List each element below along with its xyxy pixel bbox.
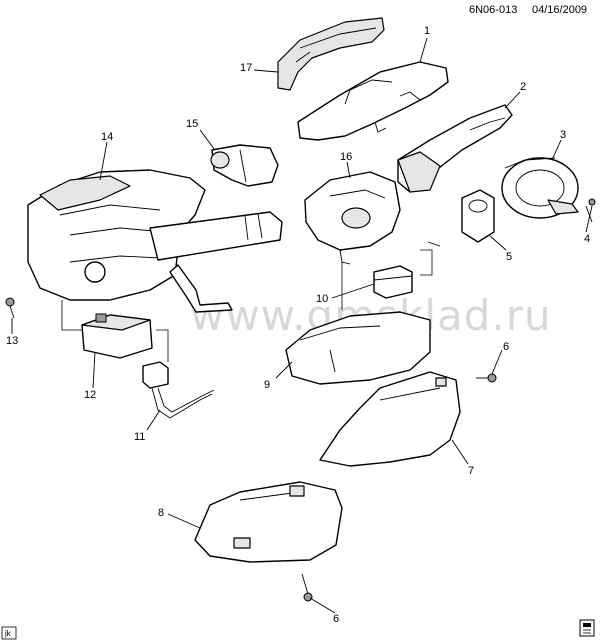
- callout-8: 8: [158, 507, 164, 519]
- callout-10: 10: [316, 293, 328, 305]
- part-13-bolt: [5, 297, 15, 319]
- callout-4: 4: [584, 233, 590, 245]
- callout-6-upper: 6: [503, 341, 509, 353]
- callout-3: 3: [560, 129, 566, 141]
- part-4-screw: [585, 198, 596, 223]
- part-15-wiper-switch: [210, 144, 279, 187]
- callout-16: 16: [340, 151, 352, 163]
- part-16-ignition-housing: [304, 171, 401, 265]
- part-12-module: [81, 313, 153, 359]
- part-3-clock-spring: [501, 157, 579, 219]
- part-8-knee-trim: [194, 481, 343, 563]
- part-7-lower-trim: [319, 371, 461, 467]
- part-6-upper-screw: [476, 373, 497, 383]
- callout-7: 7: [468, 465, 474, 477]
- part-14-steering-column: [27, 169, 283, 313]
- callout-14: 14: [101, 131, 113, 143]
- corner-tag-text: jk: [4, 629, 12, 638]
- callout-1: 1: [424, 25, 430, 37]
- leader-lines: [11, 37, 593, 614]
- callout-9: 9: [264, 379, 270, 391]
- part-11-harness: [142, 361, 215, 419]
- book-icon: [579, 619, 595, 637]
- callout-13: 13: [6, 335, 18, 347]
- callout-12: 12: [84, 389, 96, 401]
- part-1-upper-cover: [297, 61, 449, 141]
- corner-tag: jk: [1, 626, 17, 640]
- callout-2: 2: [520, 81, 526, 93]
- part-2-turn-signal-switch: [397, 104, 513, 193]
- callout-17: 17: [240, 62, 252, 74]
- diagram-code: 6N06-013: [469, 4, 517, 16]
- callout-5: 5: [506, 251, 512, 263]
- alignment-lines: [61, 241, 441, 362]
- callout-11: 11: [134, 431, 145, 443]
- callout-15: 15: [186, 118, 198, 130]
- part-5-steering-sensor: [461, 189, 495, 243]
- callouts: 1 2 3 4 5 6 6 7 8 9 10 11 12 13 14 15 16…: [6, 25, 590, 625]
- callout-6-lower: 6: [333, 613, 339, 625]
- part-9-lower-cover: [285, 311, 431, 385]
- diagram-date: 04/16/2009: [532, 4, 587, 16]
- part-6-lower-screw: [301, 573, 313, 602]
- part-17-upper-trim: [277, 17, 385, 91]
- part-10-connector: [373, 265, 413, 299]
